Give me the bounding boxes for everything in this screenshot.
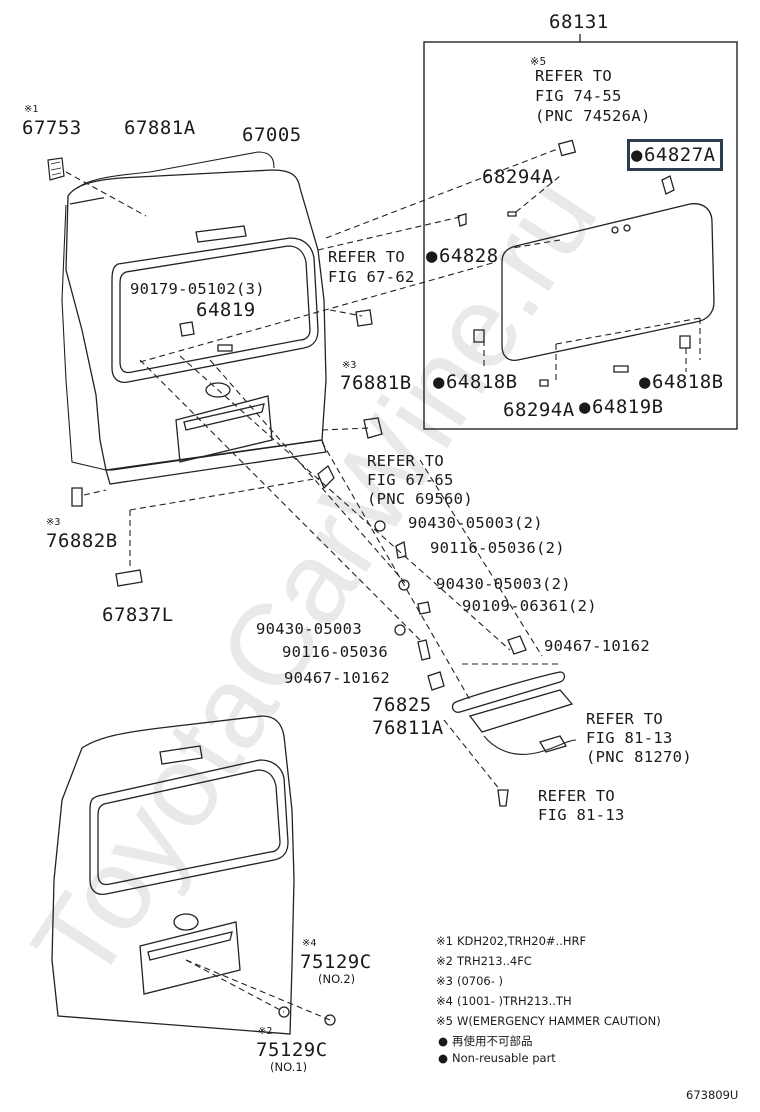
- part-67753-mark: ※1: [24, 104, 39, 115]
- refer-67-65-line1: REFER TO: [367, 452, 445, 470]
- box-ref-line2: FIG 74-55: [535, 87, 622, 105]
- part-75129C-bottom: 75129C: [256, 1039, 328, 1061]
- part-90109-06361: 90109-06361(2): [462, 597, 597, 615]
- part-64828: 64828: [426, 247, 499, 266]
- legend-text: KDH202,TRH20#..HRF: [456, 934, 587, 948]
- legend-mark: ※3: [436, 974, 453, 988]
- part-75129C-bottom-sub: (NO.1): [270, 1060, 308, 1074]
- legend-row-3: ※3 (0706- ): [436, 974, 503, 988]
- legend-row-4: ※4 (1001- )TRH213..TH: [436, 994, 572, 1008]
- legend-row-1: ※1 KDH202,TRH20#..HRF: [436, 934, 587, 948]
- refer-81-13a-line1: REFER TO: [586, 710, 664, 728]
- legend-text: TRH213..4FC: [456, 954, 532, 968]
- refer-81-13a-line2: FIG 81-13: [586, 729, 673, 747]
- box-ref-line1: REFER TO: [535, 67, 613, 85]
- box-ref-mark: ※5: [530, 55, 547, 68]
- part-67837L: 67837L: [102, 604, 174, 626]
- part-90467-10162-a: 90467-10162: [544, 637, 650, 655]
- legend-mark: ●: [438, 1051, 449, 1065]
- legend-text: (1001- )TRH213..TH: [456, 994, 572, 1008]
- part-67753-shape: [47, 157, 65, 181]
- legend-text: W(EMERGENCY HAMMER CAUTION): [456, 1014, 661, 1028]
- part-76881B: 76881B: [340, 372, 412, 394]
- legend-mark: ※2: [436, 954, 453, 968]
- refer-67-62-line1: REFER TO: [328, 248, 406, 266]
- part-68131: 68131: [549, 11, 609, 33]
- back-door-lower: [51, 715, 295, 1035]
- part-67753: 67753: [22, 117, 82, 139]
- back-door-upper: [61, 151, 327, 485]
- dashed-leaders: [65, 147, 701, 1021]
- part-76811A: 76811A: [372, 717, 444, 739]
- part-75129C-top-sub: (NO.2): [318, 972, 356, 986]
- part-64819B: 64819B: [579, 398, 664, 417]
- part-64818B-left: 64818B: [433, 373, 518, 392]
- part-75129C-top-mark: ※4: [302, 938, 317, 949]
- legend-text: Non-reusable part: [452, 1051, 556, 1065]
- legend-row-2: ※2 TRH213..4FC: [436, 954, 532, 968]
- part-76881B-mark: ※3: [342, 360, 357, 371]
- legend-mark: ※5: [436, 1014, 453, 1028]
- part-76882B: 76882B: [46, 530, 118, 552]
- part-64827A-highlighted[interactable]: 64827A: [627, 139, 723, 171]
- refer-81-13a-line3: (PNC 81270): [586, 748, 692, 766]
- part-64818B-right: 64818B: [639, 373, 724, 392]
- legend-mark: ※4: [436, 994, 453, 1008]
- refer-81-13b-line2: FIG 81-13: [538, 806, 625, 824]
- legend-mark: ※1: [436, 934, 453, 948]
- part-75129C-top: 75129C: [300, 951, 372, 973]
- legend-text: 再使用不可部品: [452, 1034, 533, 1048]
- part-90430-05003-b: 90430-05003(2): [436, 575, 571, 593]
- part-90116-05036-a: 90116-05036(2): [430, 539, 565, 557]
- back-door-glass: [457, 139, 715, 387]
- refer-67-62-line2: FIG 67-62: [328, 268, 415, 286]
- part-90430-05003-a: 90430-05003(2): [408, 514, 543, 532]
- part-90116-05036-b: 90116-05036: [282, 643, 388, 661]
- part-67005: 67005: [242, 124, 302, 146]
- part-76825: 76825: [372, 694, 432, 716]
- part-90179-05102: 90179-05102(3): [130, 280, 265, 298]
- refer-67-65-line2: FIG 67-65: [367, 471, 454, 489]
- legend-row-5: ※5 W(EMERGENCY HAMMER CAUTION): [436, 1014, 661, 1028]
- part-68294A-lower: 68294A: [503, 399, 575, 421]
- legend-mark: ●: [438, 1034, 449, 1048]
- refer-81-13b-line1: REFER TO: [538, 787, 616, 805]
- legend-row-6: ● 再使用不可部品: [438, 1034, 533, 1048]
- part-90467-10162-b: 90467-10162: [284, 669, 390, 687]
- refer-67-65-line3: (PNC 69560): [367, 490, 473, 508]
- fasteners: [71, 309, 527, 1026]
- high-mount-stop-lamp: [451, 671, 577, 755]
- legend-text: (0706- ): [456, 974, 503, 988]
- part-64819: 64819: [196, 299, 256, 321]
- legend-row-7: ● Non-reusable part: [438, 1051, 556, 1065]
- part-68294A-upper: 68294A: [482, 166, 554, 188]
- part-76882B-mark: ※3: [46, 517, 61, 528]
- part-67881A: 67881A: [124, 117, 196, 139]
- part-90430-05003-c: 90430-05003: [256, 620, 362, 638]
- figure-id: 673809U: [686, 1088, 739, 1102]
- box-ref-line3: (PNC 74526A): [535, 107, 651, 125]
- part-75129C-bottom-mark: ※2: [258, 1026, 273, 1037]
